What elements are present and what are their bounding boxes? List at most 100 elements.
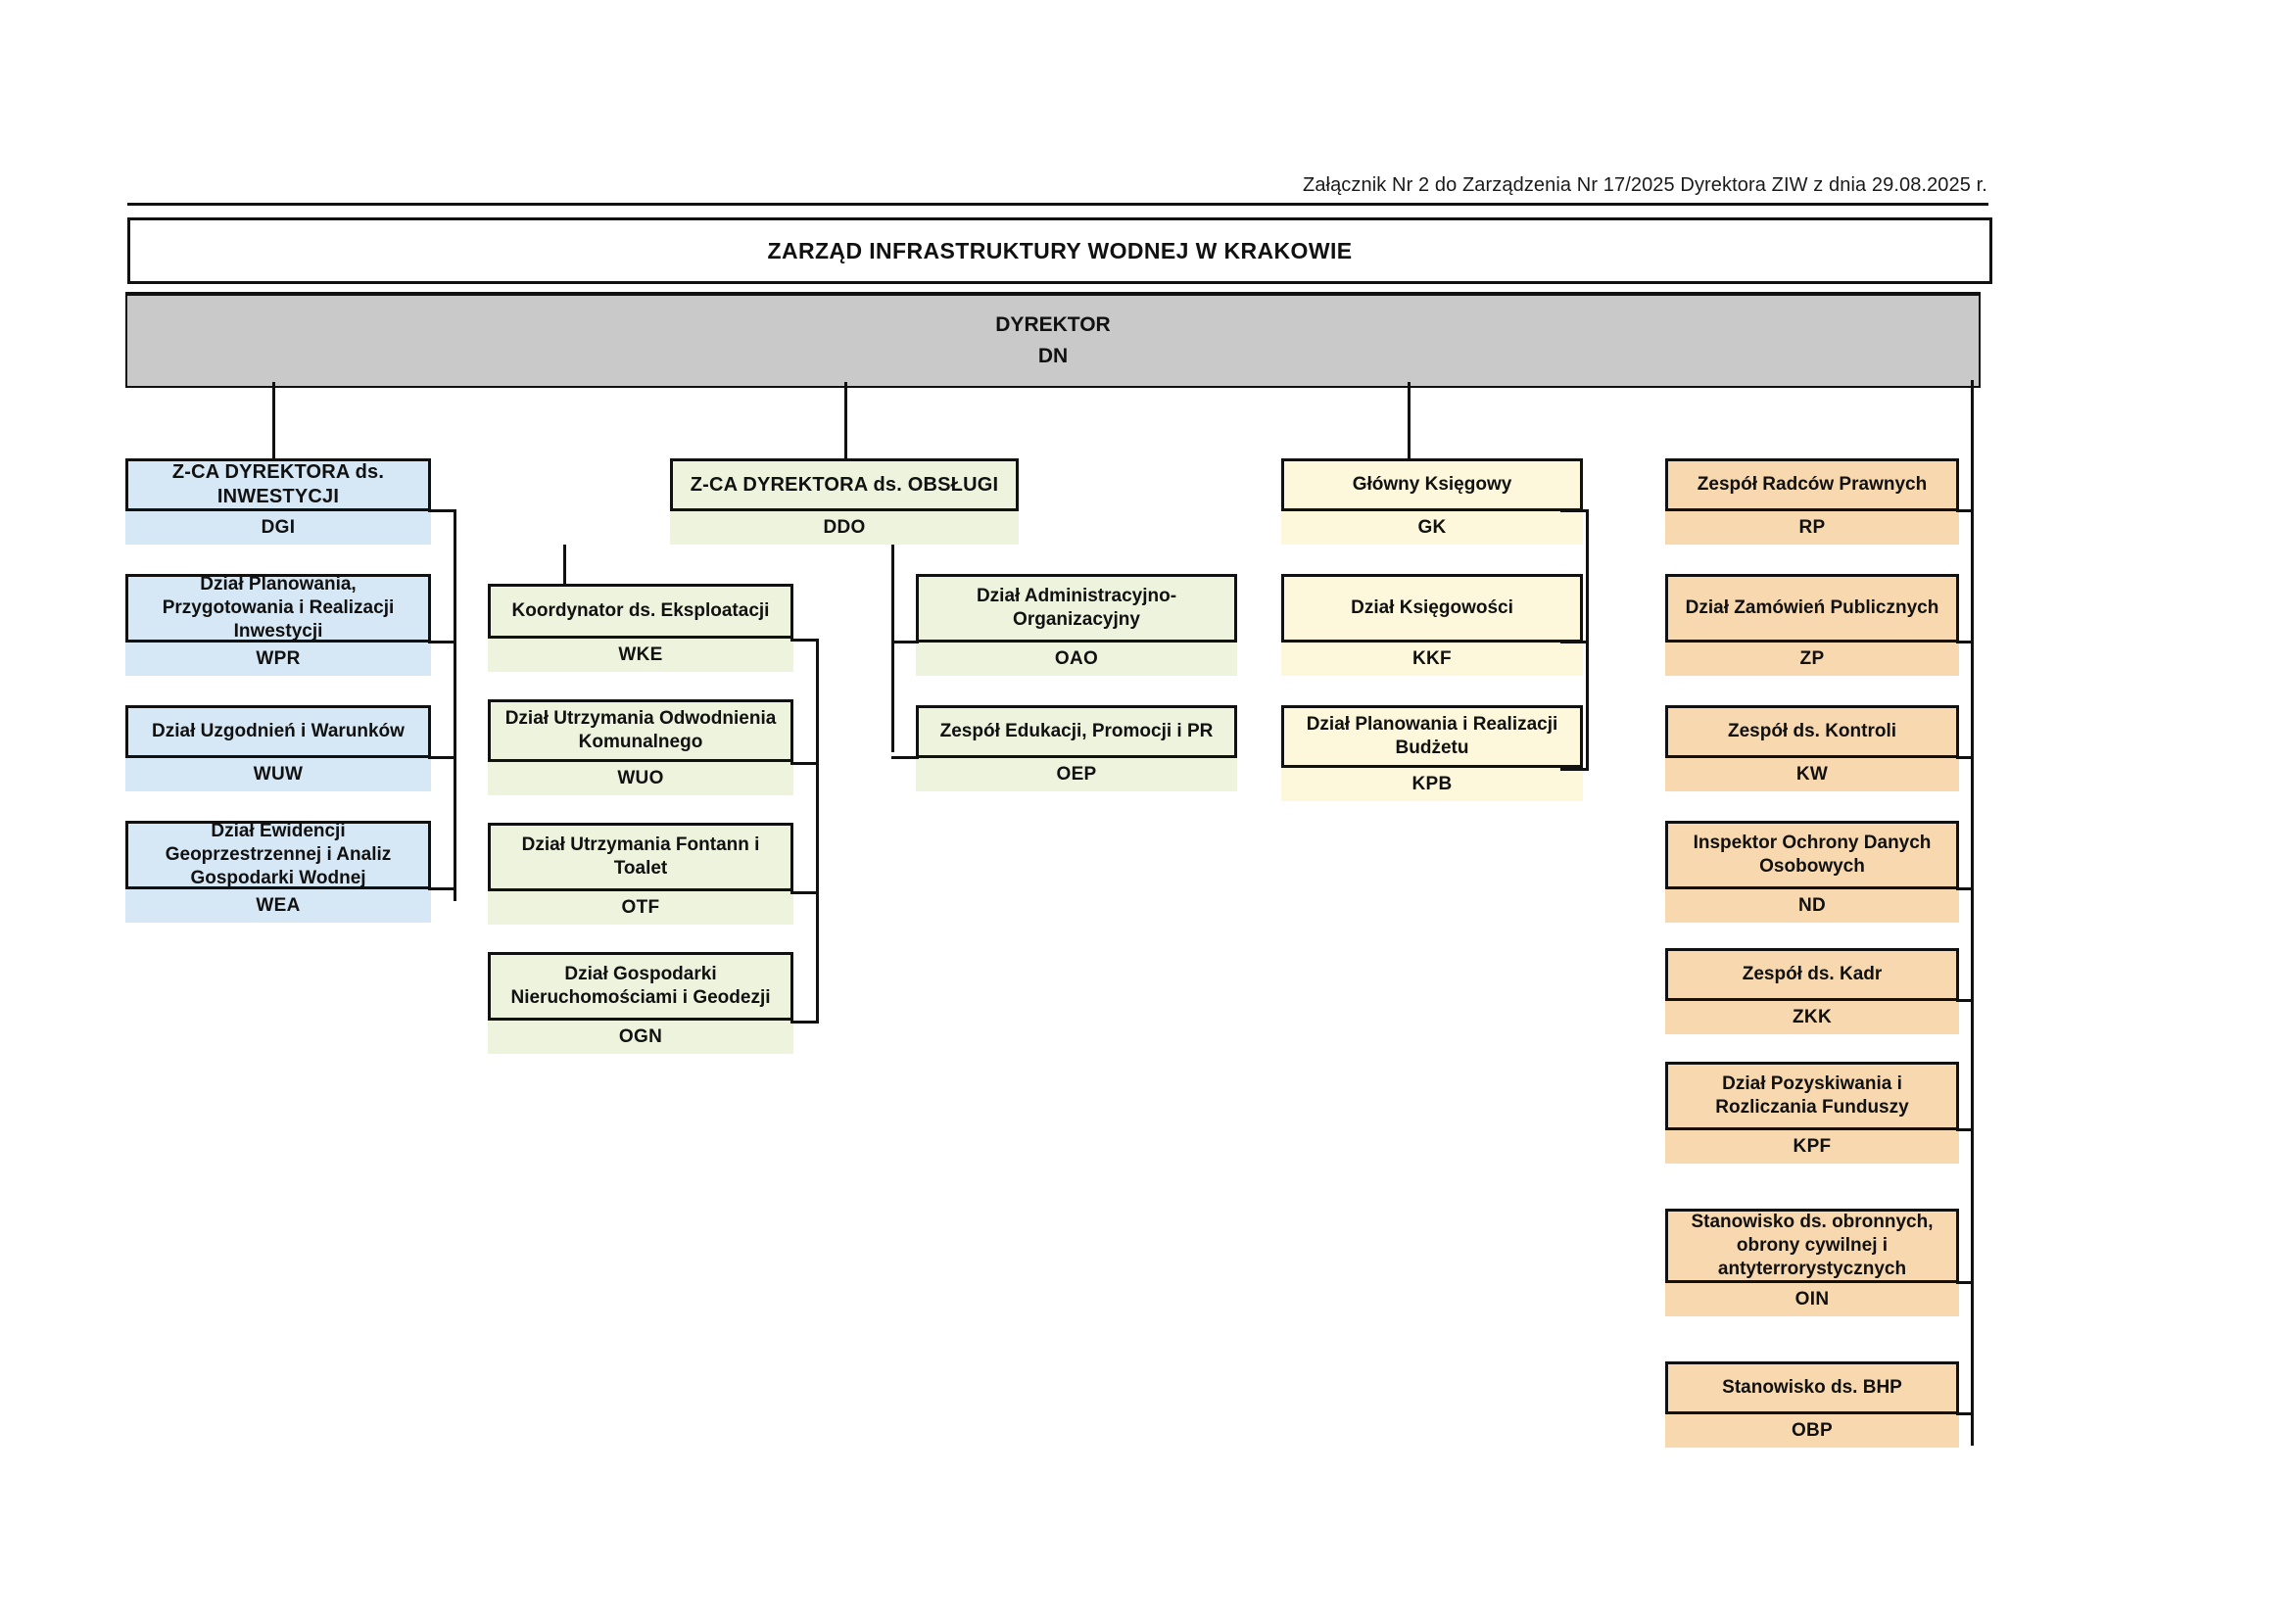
connector-director-to-dgi: [272, 382, 275, 458]
node-oin-name: Stanowisko ds. obronnych, obrony cywilne…: [1665, 1209, 1959, 1283]
node-zp-code: ZP: [1665, 643, 1959, 676]
stub-gk: [1560, 509, 1589, 512]
stub-obp: [1956, 1412, 1974, 1415]
node-kpf-name: Dział Pozyskiwania i Rozliczania Fundusz…: [1665, 1062, 1959, 1130]
node-dgi-code: DGI: [125, 511, 431, 545]
node-wuw-code: WUW: [125, 758, 431, 791]
node-wea: Dział Ewidencji Geoprzestrzennej i Anali…: [125, 821, 431, 923]
director-code: DN: [1037, 345, 1069, 367]
node-wuo-code: WUO: [488, 762, 793, 795]
node-gk: Główny Księgowy GK: [1281, 458, 1583, 545]
stub-oao: [891, 641, 919, 643]
node-kpb-name: Dział Planowania i Realizacji Budżetu: [1281, 705, 1583, 768]
node-kkf: Dział Księgowości KKF: [1281, 574, 1583, 676]
stub-wuo: [790, 762, 819, 765]
node-zkk: Zespół ds. Kadr ZKK: [1665, 948, 1959, 1034]
node-wuw: Dział Uzgodnień i Warunków WUW: [125, 705, 431, 791]
stub-dgi: [428, 509, 456, 512]
node-ddo: Z-CA DYREKTORA ds. OBSŁUGI DDO: [670, 458, 1019, 545]
connector-director-right-spine: [1971, 380, 1974, 1446]
node-gk-name: Główny Księgowy: [1281, 458, 1583, 511]
document-reference: Załącznik Nr 2 do Zarządzenia Nr 17/2025…: [1303, 174, 1987, 196]
node-rp-code: RP: [1665, 511, 1959, 545]
header-rule: [127, 203, 1988, 206]
stub-kkf: [1560, 641, 1589, 643]
node-wea-name: Dział Ewidencji Geoprzestrzennej i Anali…: [125, 821, 431, 889]
stub-oep: [891, 756, 919, 759]
node-nd-code: ND: [1665, 889, 1959, 923]
stub-wke: [790, 639, 819, 642]
node-wuo-name: Dział Utrzymania Odwodnienia Komunalnego: [488, 699, 793, 762]
node-wpr: Dział Planowania, Przygotowania i Realiz…: [125, 574, 431, 676]
organization-title: ZARZĄD INFRASTRUKTURY WODNEJ W KRAKOWIE: [127, 217, 1992, 284]
node-kw-name: Zespół ds. Kontroli: [1665, 705, 1959, 758]
node-ogn-name: Dział Gospodarki Nieruchomościami i Geod…: [488, 952, 793, 1021]
node-ogn: Dział Gospodarki Nieruchomościami i Geod…: [488, 952, 793, 1054]
node-oao: Dział Administracyjno-Organizacyjny OAO: [916, 574, 1237, 676]
node-kw-code: KW: [1665, 758, 1959, 791]
node-kpf: Dział Pozyskiwania i Rozliczania Fundusz…: [1665, 1062, 1959, 1164]
node-wpr-name: Dział Planowania, Przygotowania i Realiz…: [125, 574, 431, 643]
node-rp-name: Zespół Radców Prawnych: [1665, 458, 1959, 511]
stub-kpb: [1560, 768, 1589, 771]
node-dgi: Z-CA DYREKTORA ds. INWESTYCJI DGI: [125, 458, 431, 545]
stub-kw: [1956, 756, 1974, 759]
stub-nd: [1956, 887, 1974, 890]
node-oep-code: OEP: [916, 758, 1237, 791]
stub-wea: [428, 887, 456, 890]
stub-oin: [1956, 1281, 1974, 1284]
node-nd: Inspektor Ochrony Danych Osobowych ND: [1665, 821, 1959, 923]
node-kw: Zespół ds. Kontroli KW: [1665, 705, 1959, 791]
stub-rp: [1956, 509, 1974, 512]
connector-director-to-gk: [1408, 382, 1411, 458]
connector-ddo-right: [891, 545, 894, 752]
stub-ogn: [790, 1021, 819, 1024]
node-otf: Dział Utrzymania Fontann i Toalet OTF: [488, 823, 793, 925]
node-oao-name: Dział Administracyjno-Organizacyjny: [916, 574, 1237, 643]
stub-zp: [1956, 641, 1974, 643]
node-ogn-code: OGN: [488, 1021, 793, 1054]
connector-ddo-left: [563, 545, 566, 584]
node-wea-code: WEA: [125, 889, 431, 923]
node-dgi-name: Z-CA DYREKTORA ds. INWESTYCJI: [125, 458, 431, 511]
node-oin-code: OIN: [1665, 1283, 1959, 1316]
node-kpb-code: KPB: [1281, 768, 1583, 801]
node-oep-name: Zespół Edukacji, Promocji i PR: [916, 705, 1237, 758]
node-rp: Zespół Radców Prawnych RP: [1665, 458, 1959, 545]
director-node: DYREKTOR DN: [125, 292, 1981, 388]
node-wpr-code: WPR: [125, 643, 431, 676]
node-obp-name: Stanowisko ds. BHP: [1665, 1361, 1959, 1414]
node-oin: Stanowisko ds. obronnych, obrony cywilne…: [1665, 1209, 1959, 1316]
node-ddo-name: Z-CA DYREKTORA ds. OBSŁUGI: [670, 458, 1019, 511]
node-zkk-name: Zespół ds. Kadr: [1665, 948, 1959, 1001]
node-otf-name: Dział Utrzymania Fontann i Toalet: [488, 823, 793, 891]
node-wke: Koordynator ds. Eksploatacji WKE: [488, 584, 793, 672]
stub-wpr: [428, 641, 456, 643]
node-oao-code: OAO: [916, 643, 1237, 676]
node-wuo: Dział Utrzymania Odwodnienia Komunalnego…: [488, 699, 793, 795]
stub-kpf: [1956, 1128, 1974, 1131]
node-ddo-code: DDO: [670, 511, 1019, 545]
node-kkf-code: KKF: [1281, 643, 1583, 676]
node-zp-name: Dział Zamówień Publicznych: [1665, 574, 1959, 643]
node-nd-name: Inspektor Ochrony Danych Osobowych: [1665, 821, 1959, 889]
node-wuw-name: Dział Uzgodnień i Warunków: [125, 705, 431, 758]
node-wke-code: WKE: [488, 639, 793, 672]
director-name: DYREKTOR: [995, 313, 1111, 336]
node-obp-code: OBP: [1665, 1414, 1959, 1448]
spine-yellow: [1586, 509, 1589, 770]
connector-director-to-ddo: [844, 382, 847, 458]
node-obp: Stanowisko ds. BHP OBP: [1665, 1361, 1959, 1448]
stub-wuw: [428, 756, 456, 759]
node-zkk-code: ZKK: [1665, 1001, 1959, 1034]
stub-zkk: [1956, 999, 1974, 1002]
spine-green-left: [816, 639, 819, 1021]
node-kpf-code: KPF: [1665, 1130, 1959, 1164]
spine-blue: [454, 509, 456, 901]
node-oep: Zespół Edukacji, Promocji i PR OEP: [916, 705, 1237, 791]
node-gk-code: GK: [1281, 511, 1583, 545]
node-kpb: Dział Planowania i Realizacji Budżetu KP…: [1281, 705, 1583, 801]
node-wke-name: Koordynator ds. Eksploatacji: [488, 584, 793, 639]
node-otf-code: OTF: [488, 891, 793, 925]
